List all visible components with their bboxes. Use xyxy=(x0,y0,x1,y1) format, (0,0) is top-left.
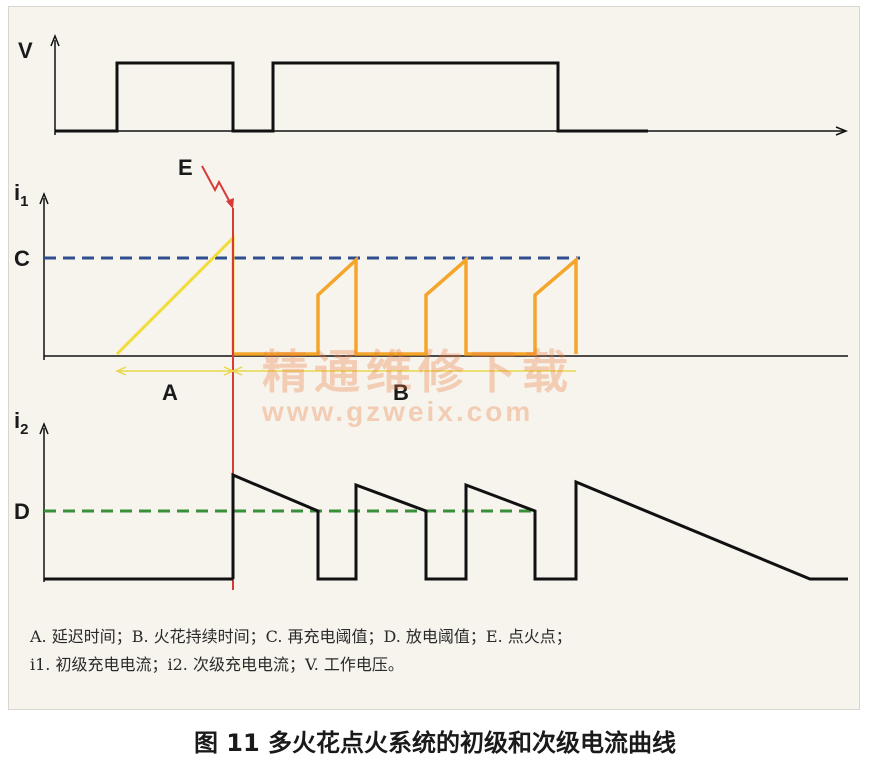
spark-arrowhead xyxy=(226,198,234,209)
spark-duration-label: B xyxy=(393,380,409,405)
legend-line-1: A. 延迟时间；B. 火花持续时间；C. 再充电阈值；D. 放电阈值；E. 点火… xyxy=(29,627,572,646)
spark-icon xyxy=(201,165,233,207)
legend-line-2: i1. 初级充电电流；i2. 次级充电电流；V. 工作电压。 xyxy=(30,655,404,674)
ignition-point-label: E xyxy=(178,155,193,180)
threshold-c-label: C xyxy=(14,246,30,271)
figure-caption: 图 11 多火花点火系统的初级和次级电流曲线 xyxy=(193,729,677,757)
i1-axis-y-arrow xyxy=(39,191,49,205)
v-axis-y-arrow xyxy=(50,33,60,47)
figure-frame xyxy=(8,6,860,710)
v-axis-label: V xyxy=(18,38,33,63)
watermark-url: www.gzweix.com xyxy=(261,396,533,427)
primary-charge-ramp xyxy=(115,234,235,356)
v-axis-x-arrow xyxy=(835,126,849,136)
voltage-signal xyxy=(55,61,648,133)
delay-label: A xyxy=(162,380,178,405)
threshold-d-label: D xyxy=(14,499,30,524)
delay-span-left-arrow xyxy=(115,366,127,376)
watermark-text: 精通维修下载 xyxy=(262,345,574,399)
i1-axis-label: i1 xyxy=(14,180,28,210)
spark-duration-left-arrow xyxy=(231,366,243,376)
i2-axis-label: i2 xyxy=(14,408,28,438)
i2-axis-y-arrow xyxy=(39,421,49,435)
primary-recharge-current xyxy=(233,256,578,356)
secondary-current xyxy=(231,472,848,581)
